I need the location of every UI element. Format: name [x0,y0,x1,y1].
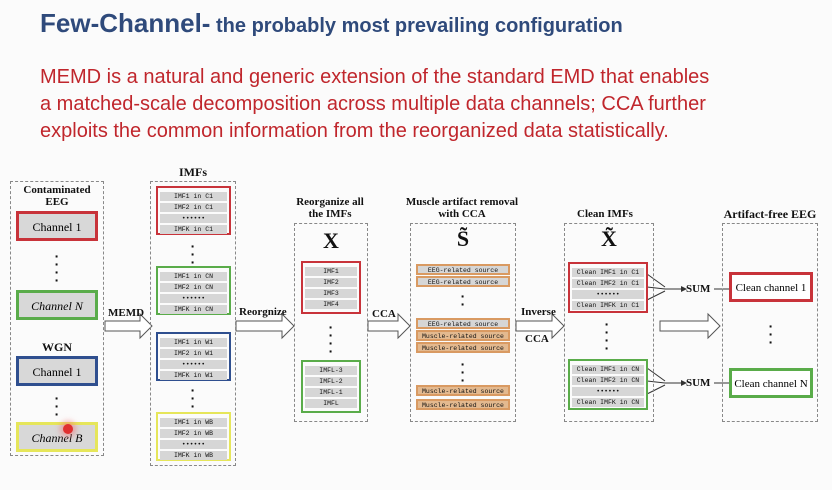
channel-1-box: Channel 1 [16,211,98,241]
sum-label: SUM [686,377,711,389]
x-row: IMF3 [305,289,357,298]
imf-row: IMF2 in W1 [160,349,227,358]
clean-row: Clean IMF1 in C1 [572,268,644,277]
source-row: EEG-related source [416,264,510,275]
clean-row: Clean IMFK in CN [572,398,644,407]
muscle-panel [410,223,516,422]
x-bottom-group: IMFL-3 IMFL-2 IMFL-1 IMFL [301,360,361,413]
wgn-label: WGN [42,340,72,354]
imf-row: IMFK in W1 [160,371,227,380]
imf-row: •••••• [160,294,227,303]
vertical-dots: ·· [460,288,466,312]
imfs-panel [150,181,236,466]
memd-label: MEMD [108,307,145,319]
clean-channel-1-box: Clean channel 1 [729,272,813,302]
vertical-dots: ···· [604,316,610,356]
source-row: EEG-related source [416,318,510,329]
clean-top-group: Clean IMF1 in C1 Clean IMF2 in C1 ••••••… [568,262,648,313]
imf-group-w1: IMF1 in W1 IMF2 in W1 •••••• IMFK in W1 [156,332,231,381]
cca-label: CCA [372,308,396,320]
clean-row: Clean IMFK in C1 [572,301,644,310]
imf-group-wb: IMF1 in WB IMF2 in WB •••••• IMFK in WB [156,412,231,461]
artifact-free-title: Artifact-free EEG [723,207,817,221]
vertical-dots: ··· [54,390,60,422]
description-line: a matched-scale decomposition across mul… [40,93,706,115]
imf-row: IMF2 in CN [160,283,227,292]
reorganize-title: Reorganize all the IMFs [296,196,364,220]
title-main: Few-Channel- [40,8,211,38]
source-row: EEG-related source [416,276,510,287]
vertical-dots: ···· [54,248,60,288]
cca-arrow [367,312,411,340]
clean-row: Clean IMF1 in CN [572,365,644,374]
imf-group-cn: IMF1 in CN IMF2 in CN •••••• IMFK in CN [156,266,231,315]
x-top-group: IMF1 IMF2 IMF3 IMF4 [301,261,361,314]
artifact-free-panel [722,223,818,422]
muscle-title: Muscle artifact removal with CCA [405,196,519,220]
vertical-dots: ···· [328,319,334,359]
clean-row: •••••• [572,290,644,299]
inverse-cca-label: CCA [525,333,549,345]
source-row: Muscle-related source [416,330,510,341]
cursor-highlight [63,424,73,434]
imf-row: IMF1 in WB [160,418,227,427]
x-row: IMF4 [305,300,357,309]
source-row: Muscle-related source [416,399,510,410]
clean-row: Clean IMF2 in CN [572,376,644,385]
imf-row: •••••• [160,440,227,449]
channel-n-box: Channel N [16,290,98,320]
x-row: IMFL [305,399,357,408]
slide-title: Few-Channel- the probably most prevailin… [40,8,623,39]
imf-row: IMFK in WB [160,451,227,460]
clean-row: Clean IMF2 in C1 [572,279,644,288]
vertical-dots: ··· [768,318,774,350]
inverse-label: Inverse [521,306,556,318]
wgn-channel-1-box: Channel 1 [16,356,98,386]
imf-row: •••••• [160,214,227,223]
clean-row: •••••• [572,387,644,396]
imf-row: •••••• [160,360,227,369]
description-line: MEMD is a natural and generic extension … [40,66,710,88]
clean-imfs-panel [564,223,654,422]
contaminated-eeg-panel [10,181,104,456]
x-row: IMFL-3 [305,366,357,375]
title-sub: the probably most prevailing configurati… [210,15,623,37]
channel-b-box: Channel B [16,422,98,452]
slide-description: MEMD is a natural and generic extension … [40,64,830,145]
x-row: IMFL-2 [305,377,357,386]
reorganize-arrow-label: Reorgnize [239,306,287,318]
reorganize-panel [294,223,368,422]
memd-arrow [104,312,153,340]
imf-row: IMF1 in C1 [160,192,227,201]
artifact-free-arrow [659,312,721,340]
vertical-dots: ··· [190,382,196,414]
imf-group-c1: IMF1 in C1 IMF2 in C1 •••••• IMFK in C1 [156,186,231,235]
x-tilde-symbol: X̃ [601,226,617,251]
x-row: IMF2 [305,278,357,287]
x-row: IMF1 [305,267,357,276]
reorganize-arrow [235,312,295,340]
s-symbol: S̃ [456,226,470,251]
description-line: exploits the common information from the… [40,120,669,142]
x-symbol: X [323,228,339,253]
imf-row: IMFK in C1 [160,225,227,234]
imf-row: IMF2 in C1 [160,203,227,212]
source-row: Muscle-related source [416,342,510,353]
imf-row: IMFK in CN [160,305,227,314]
inverse-cca-arrow [515,312,565,340]
clean-bottom-group: Clean IMF1 in CN Clean IMF2 in CN ••••••… [568,359,648,410]
source-row: Muscle-related source [416,385,510,396]
vertical-dots: ··· [460,356,466,388]
imf-row: IMF1 in W1 [160,338,227,347]
imfs-label: IMFs [179,165,207,179]
clean-channel-n-box: Clean channel N [729,368,813,398]
imf-row: IMF1 in CN [160,272,227,281]
clean-imfs-title: Clean IMFs [577,208,633,220]
sum-label: SUM [686,283,711,295]
imf-row: IMF2 in WB [160,429,227,438]
x-row: IMFL-1 [305,388,357,397]
vertical-dots: ··· [190,238,196,270]
contaminated-eeg-label: Contaminated EEG [23,184,91,208]
